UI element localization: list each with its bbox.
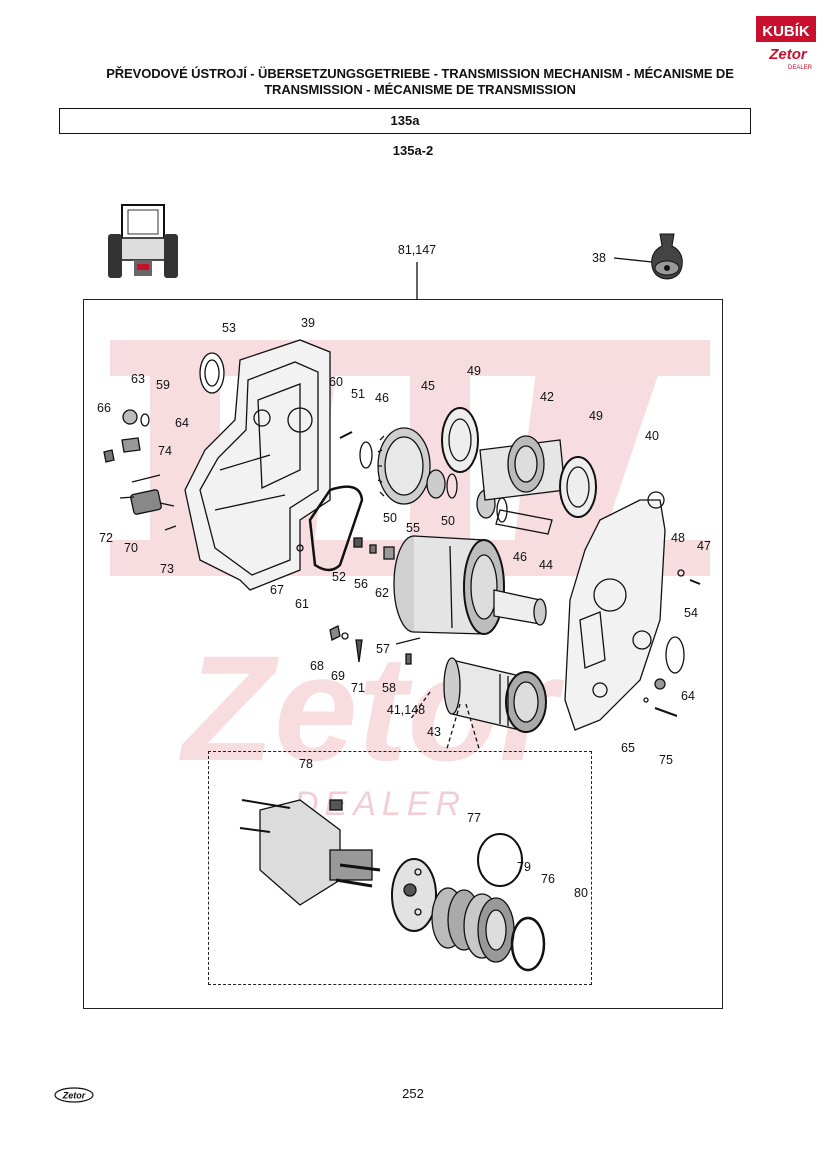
logo-brand-text: KUBÍK	[762, 23, 810, 40]
callout-42: 42	[540, 390, 554, 404]
callout-69: 69	[331, 669, 345, 683]
title-line-1: PŘEVODOVÉ ÚSTROJÍ - ÜBERSETZUNGSGETRIEBE…	[106, 66, 734, 81]
callout-78: 78	[299, 757, 313, 771]
callout-75: 75	[659, 753, 673, 767]
callout-56: 56	[354, 577, 368, 591]
callout-66: 66	[97, 401, 111, 415]
callout-46: 46	[375, 391, 389, 405]
footer-logo-text: Zetor	[62, 1091, 86, 1101]
callout-50: 50	[383, 511, 397, 525]
callout-38: 38	[592, 251, 606, 265]
callout-41-148: 41,148	[386, 703, 426, 717]
callout-76: 76	[541, 872, 555, 886]
callout-49: 49	[467, 364, 481, 378]
main-diagram-frame	[83, 299, 723, 1009]
callout-67: 67	[270, 583, 284, 597]
callout-45: 45	[421, 379, 435, 393]
callout-62: 62	[375, 586, 389, 600]
callout-50-second: 50	[441, 514, 455, 528]
callout-58: 58	[382, 681, 396, 695]
callout-80: 80	[574, 886, 588, 900]
callout-54: 54	[684, 606, 698, 620]
callout-65: 65	[621, 741, 635, 755]
callout-40: 40	[645, 429, 659, 443]
logo-tag-text: DEALER	[788, 65, 813, 71]
callout-64: 64	[175, 416, 189, 430]
kubik-zetor-logo: KUBÍK Zetor DEALER	[756, 14, 816, 72]
title-line-2: TRANSMISSION - MÉCANISME DE TRANSMISSION	[264, 82, 576, 97]
callout-49-right: 49	[589, 409, 603, 423]
callout-48: 48	[671, 531, 685, 545]
callout-73: 73	[160, 562, 174, 576]
callout-59: 59	[156, 378, 170, 392]
detail-dashed-frame	[208, 751, 592, 985]
callout-51: 51	[351, 387, 365, 401]
callout-52: 52	[332, 570, 346, 584]
page-number: 252	[402, 1086, 424, 1101]
section-number-box: 135a	[59, 108, 751, 134]
callout-39: 39	[301, 316, 315, 330]
callout-61: 61	[295, 597, 309, 611]
callout-53: 53	[222, 321, 236, 335]
callout-46-second: 46	[513, 550, 527, 564]
subsection-number: 135a-2	[392, 143, 434, 158]
tractor-thumbnail-icon	[106, 202, 180, 280]
callout-60: 60	[329, 375, 343, 389]
callout-44: 44	[539, 558, 553, 572]
callout-55: 55	[406, 521, 420, 535]
callout-63: 63	[131, 372, 145, 386]
callout-70: 70	[124, 541, 138, 555]
callout-71: 71	[351, 681, 365, 695]
callout-68: 68	[310, 659, 324, 673]
callout-47: 47	[697, 539, 711, 553]
page-title: PŘEVODOVÉ ÚSTROJÍ - ÜBERSETZUNGSGETRIEBE…	[40, 66, 800, 98]
callout-57: 57	[376, 642, 390, 656]
callout-74: 74	[158, 444, 172, 458]
footer-zetor-logo: Zetor	[54, 1087, 94, 1103]
callout-81-147: 81,147	[397, 243, 437, 257]
callout-64-right: 64	[681, 689, 695, 703]
callout-77: 77	[467, 811, 481, 825]
logo-sub-text: Zetor	[768, 46, 808, 63]
callout-72: 72	[99, 531, 113, 545]
gear-knob-icon	[646, 232, 688, 284]
callout-43: 43	[427, 725, 441, 739]
callout-79: 79	[517, 860, 531, 874]
